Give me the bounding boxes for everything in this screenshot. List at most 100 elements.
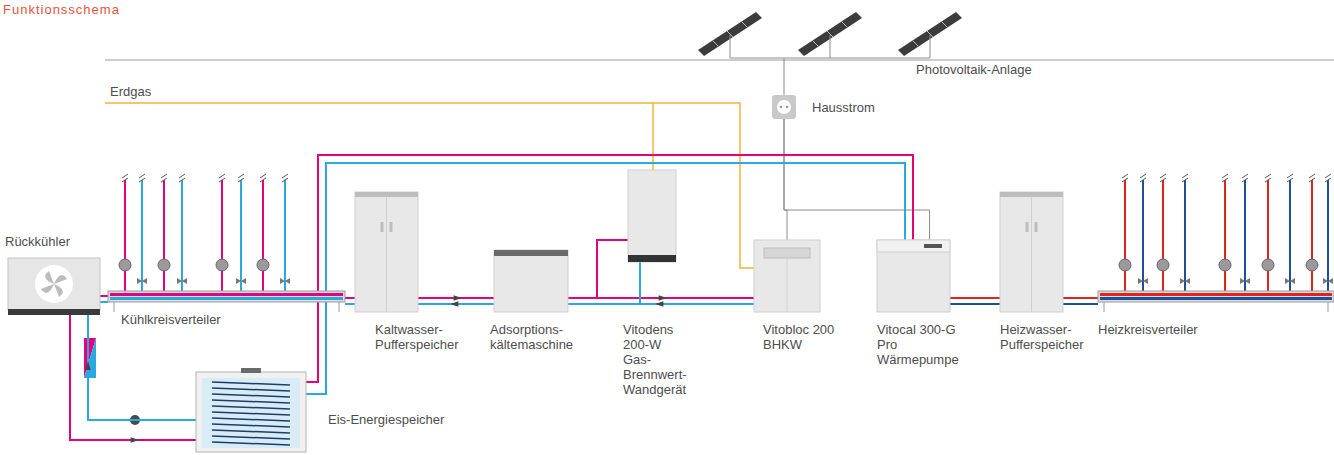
pump-symbol — [1306, 259, 1318, 271]
heat-exchanger — [84, 338, 96, 378]
arrow-head — [454, 295, 462, 300]
arrow-head — [659, 295, 667, 300]
ice-tank-lid — [241, 368, 261, 373]
distributor-pipes — [119, 174, 1333, 291]
break-mark — [122, 174, 128, 178]
pipe-line — [1063, 303, 1098, 305]
break-mark — [161, 178, 167, 182]
pipe-connector — [784, 62, 785, 95]
component-box: Heizwasser- Pufferspeicher — [1000, 192, 1063, 312]
manifold-stand — [339, 302, 340, 312]
break-mark — [1325, 174, 1331, 178]
pump-symbol — [257, 259, 269, 271]
component-box: Heizkreisverteiler — [1098, 291, 1334, 306]
heat-exchanger-coil — [212, 442, 290, 445]
component-box: Hausstrom — [772, 95, 796, 119]
component-label: Heizkreisverteiler — [1098, 322, 1198, 337]
valve-symbol — [1138, 278, 1148, 284]
socket-box — [772, 95, 796, 119]
pipe — [124, 180, 126, 291]
pipe — [1267, 180, 1269, 291]
heat-exchanger-coil — [212, 412, 290, 415]
pipe — [1124, 180, 1126, 291]
panel-wire — [830, 35, 831, 58]
component-label: Rückkühler — [5, 234, 70, 249]
heat-exchanger-coil — [212, 400, 290, 403]
break-mark — [1160, 174, 1166, 178]
machine-housing — [494, 250, 568, 312]
pipe — [1327, 180, 1329, 291]
pipe — [240, 180, 242, 291]
manifold-flow — [1100, 293, 1332, 296]
ice-tank — [196, 372, 306, 452]
manifold-stand — [1104, 302, 1105, 312]
panel-wire — [730, 35, 731, 58]
component-symbol — [680, 8, 960, 62]
valve-symbol — [1240, 278, 1250, 284]
pump-symbol — [1119, 259, 1131, 271]
valve-symbol — [280, 278, 290, 284]
break-mark — [219, 174, 225, 178]
fan-blade — [54, 275, 67, 284]
chp-panel — [764, 248, 810, 258]
break-mark — [1122, 178, 1128, 182]
tank-top — [355, 192, 418, 197]
heat-exchanger-coil — [212, 430, 290, 433]
break-mark — [179, 174, 185, 178]
panel-wire — [784, 58, 785, 62]
component-symbol — [8, 258, 100, 315]
pipe — [1311, 180, 1313, 291]
arrow-head — [131, 437, 139, 442]
heat-exchanger-coil — [212, 388, 290, 391]
component-symbol — [355, 192, 418, 312]
component-label: Vitobloc 200 BHKW — [763, 322, 843, 352]
cooler-housing — [8, 258, 100, 310]
cabinet-handle — [381, 222, 384, 232]
component-symbol — [772, 95, 796, 119]
break-mark — [139, 178, 145, 182]
fan-blade — [54, 284, 63, 297]
break-mark — [161, 174, 167, 178]
pipe — [163, 180, 165, 291]
valve-symbol — [236, 278, 246, 284]
panel-wire — [930, 35, 931, 58]
component-label: Vitodens 200-W Gas- Brennwert- Wandgerät — [623, 322, 689, 397]
pipe — [181, 180, 183, 291]
pipe — [141, 180, 143, 291]
arrow-head — [655, 301, 663, 306]
pipe — [1142, 180, 1144, 291]
pipe-line — [345, 303, 355, 305]
pipe-connector — [784, 119, 930, 240]
tank-cabinet — [355, 192, 418, 312]
pipe-line — [950, 297, 1000, 299]
socket-pin — [780, 106, 783, 109]
heat-exchanger-coil — [212, 436, 290, 439]
socket-pin — [786, 106, 789, 109]
pipe-line — [70, 315, 196, 440]
component-box: Vitodens 200-W Gas- Brennwert- Wandgerät — [628, 170, 676, 262]
pipe-line — [306, 155, 913, 382]
roof-line — [105, 60, 1334, 61]
pipe-connector — [418, 295, 494, 306]
socket-face — [777, 100, 791, 114]
component-symbol — [1098, 291, 1334, 306]
break-mark — [260, 178, 266, 182]
gas-line — [652, 103, 654, 170]
panel-cell — [742, 22, 748, 28]
heatpump-display — [924, 244, 942, 248]
pipe-line — [568, 262, 640, 304]
component-label: Photovoltaik-Anlage — [916, 62, 1032, 77]
break-mark — [139, 174, 145, 178]
boiler-panel — [628, 255, 676, 262]
machine-top — [494, 250, 568, 256]
break-mark — [1140, 174, 1146, 178]
break-mark — [1182, 174, 1188, 178]
pipe-line — [306, 163, 905, 394]
break-mark — [1182, 178, 1188, 182]
pipe — [1162, 180, 1164, 291]
pipe — [262, 180, 264, 291]
diagram-title: Funktionsschema — [3, 2, 120, 17]
pipe — [1244, 180, 1246, 291]
heat-exchanger — [84, 338, 96, 378]
